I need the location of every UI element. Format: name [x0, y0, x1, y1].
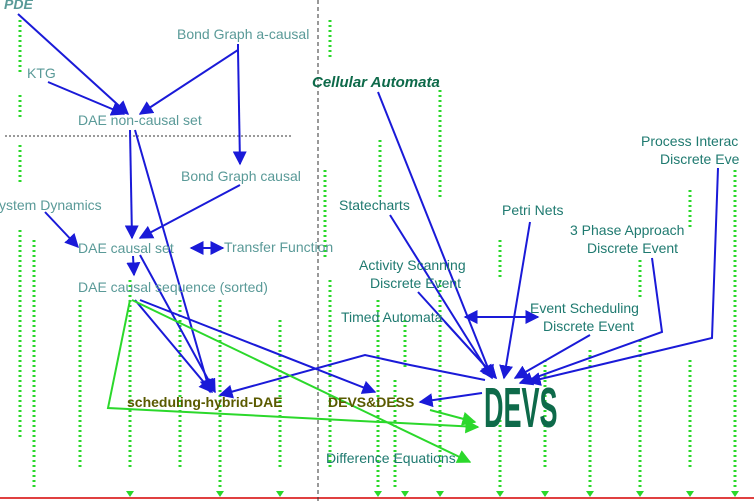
node-process-interaction-line1: Process Interac — [641, 133, 738, 149]
arrow-3phase-to-devs — [518, 257, 664, 386]
arrow-devs-to-devsdess — [418, 392, 483, 408]
node-statecharts: Statecharts — [339, 197, 410, 213]
arrow-dae-causal-to-sequence — [126, 255, 141, 277]
node-dae-causal-set: DAE causal set — [78, 240, 174, 256]
node-ktg: KTG — [27, 65, 56, 81]
arrow-devs-to-scheduling — [218, 353, 486, 399]
node-transfer-function: Transfer Function — [224, 239, 333, 255]
node-petri-nets: Petri Nets — [502, 202, 563, 218]
node-devs-dess: DEVS&DESS — [328, 394, 414, 410]
arrow-bondgraph-acausal-to-bondgraph-causal — [232, 49, 247, 166]
arrow-dae-noncausal-to-dae-causal — [124, 129, 139, 240]
node-activity-scanning-line1: Activity Scanning — [359, 257, 466, 273]
arrow-bondgraph-acausal-to-dae-noncausal — [138, 44, 239, 115]
arrow-bondgraph-causal-to-dae-causal — [138, 184, 241, 239]
node-event-scheduling-line1: Event Scheduling — [530, 300, 639, 316]
blue-arrows — [17, 13, 719, 408]
arrow-sequence-to-scheduling-1 — [134, 299, 213, 394]
arrow-timed-to-devs — [444, 321, 497, 380]
node-dae-noncausal-set: DAE non-causal set — [78, 112, 202, 128]
node-timed-automata: Timed Automata — [341, 309, 443, 325]
diagram-labels: PDE KTG Bond Graph a-causal DAE non-caus… — [0, 0, 740, 466]
node-activity-scanning-line2: Discrete Event — [370, 275, 461, 291]
node-dae-causal-sequence: DAE causal sequence (sorted) — [78, 279, 268, 295]
node-pde: PDE — [4, 0, 33, 12]
arrow-ktg-to-dae-noncausal — [47, 81, 126, 116]
node-devs: DEVS — [484, 377, 558, 440]
arrow-pde-to-dae-noncausal — [17, 13, 130, 115]
node-event-scheduling-line2: Discrete Event — [543, 318, 634, 334]
arrow-sequence-to-difference-green — [131, 299, 472, 463]
node-system-dynamics: ystem Dynamics — [0, 197, 102, 213]
node-bond-graph-causal: Bond Graph causal — [181, 168, 301, 184]
arrow-sequence-to-scheduling-2 — [139, 254, 216, 394]
arrow-sequence-to-devs-green — [106, 299, 480, 434]
arrow-statecharts-to-devs — [389, 214, 493, 380]
node-bond-graph-acausal: Bond Graph a-causal — [177, 26, 309, 42]
node-scheduling-hybrid-dae: scheduling-hybrid-DAE — [127, 394, 283, 410]
node-3-phase-line1: 3 Phase Approach — [570, 222, 684, 238]
arrow-sequence-to-devsdess — [139, 299, 377, 394]
arrow-dae-noncausal-to-scheduling — [134, 129, 214, 394]
arrow-cellular-to-devs — [377, 91, 494, 380]
node-process-interaction-line2: Discrete Eve — [660, 151, 740, 167]
node-cellular-automata: Cellular Automata — [312, 74, 440, 91]
arrow-petrinets-to-devs — [499, 221, 531, 380]
arrow-process-to-devs — [526, 167, 719, 386]
node-difference-equations: Difference Equations — [326, 450, 456, 466]
bottom-markers — [126, 491, 739, 497]
arrow-scheduling-to-devs-green — [429, 409, 477, 426]
arrow-system-dynamics-to-dae-causal — [44, 211, 79, 249]
green-arrows — [106, 299, 480, 463]
node-3-phase-line2: Discrete Event — [587, 240, 678, 256]
arrow-eventsched-to-devs — [513, 334, 591, 379]
